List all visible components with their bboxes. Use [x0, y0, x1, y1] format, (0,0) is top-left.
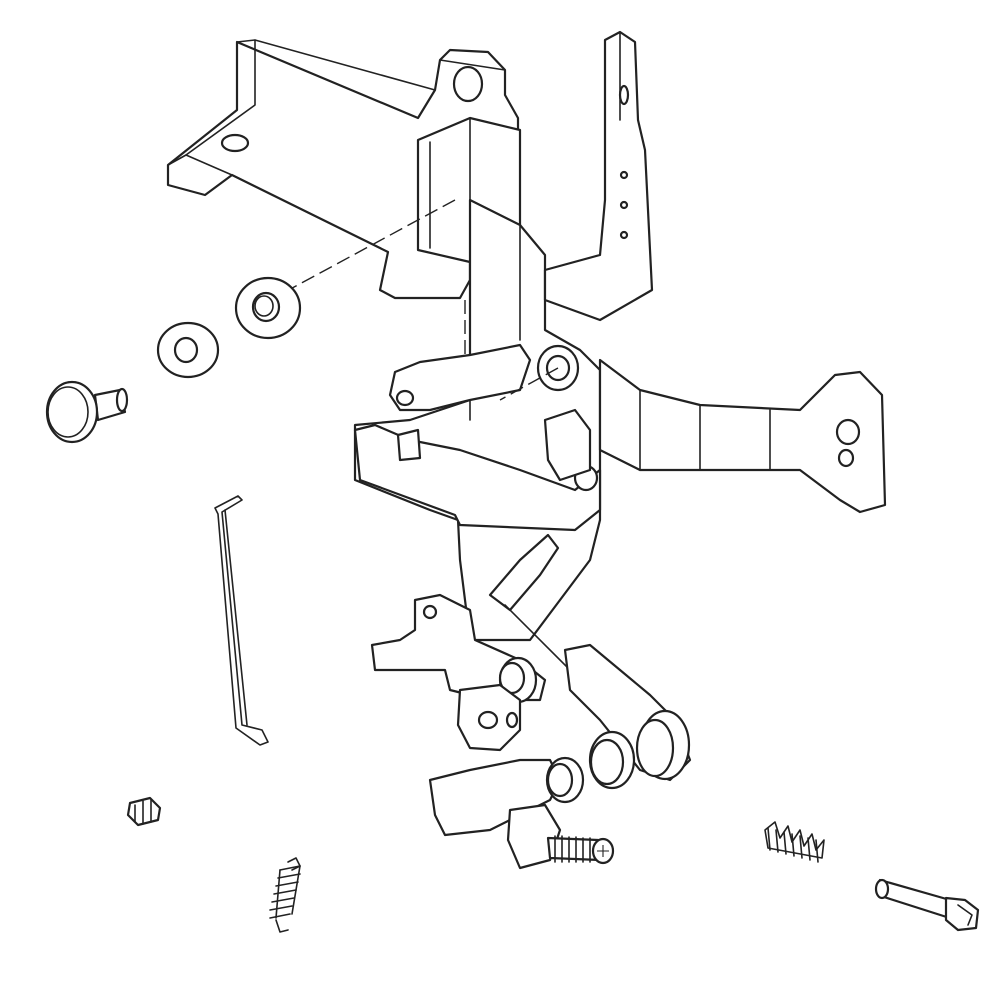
- flat-washer-large: [234, 276, 302, 340]
- compression-spring: [764, 821, 825, 863]
- explode-line: [269, 199, 559, 401]
- lever-assembly-lower: [370, 533, 692, 870]
- flat-washer-small: [156, 321, 220, 379]
- shoulder-bolt: [874, 878, 980, 932]
- pivot-pin: [45, 380, 129, 444]
- lever-assembly: [353, 198, 887, 642]
- throttle-lever-arm: [543, 30, 654, 322]
- extension-spring: [269, 857, 301, 933]
- push-nut: [126, 796, 162, 827]
- governor-link-rod: [214, 495, 269, 746]
- stop-screw: [546, 835, 615, 865]
